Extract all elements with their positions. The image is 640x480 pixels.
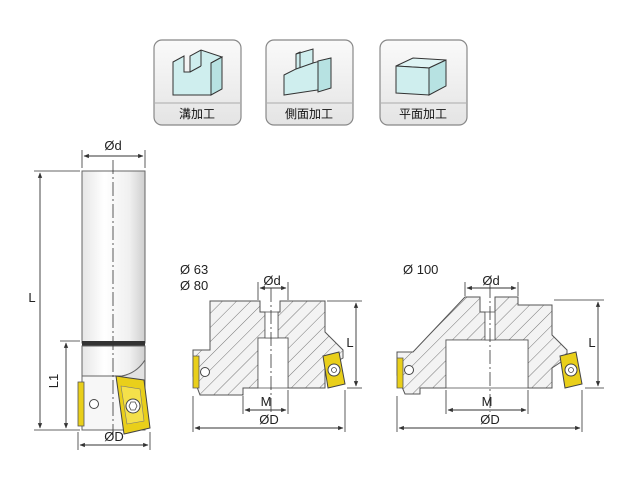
icon-side: 側面加工 xyxy=(265,39,354,126)
icon-side-label: 側面加工 xyxy=(285,107,333,121)
end-mill-flute-length-label: L1 xyxy=(46,374,61,388)
cutter-large-cut-dia-label: ØD xyxy=(480,412,500,427)
cutter-large-drawing xyxy=(396,284,583,412)
cutter-large-insert xyxy=(559,351,583,389)
side-machining-icon xyxy=(283,48,332,96)
icon-face: 平面加工 xyxy=(379,39,468,126)
end-mill-length-label: L xyxy=(28,290,35,305)
cutter-large-hub-label: M xyxy=(482,394,493,409)
cutter-large-height-label: L xyxy=(588,335,595,350)
cutter-small-height-label: L xyxy=(346,335,353,350)
cutter-small-dimensions: Ød L M ØD xyxy=(192,273,362,432)
end-mill-dimensions: Ød L L1 ØD xyxy=(28,138,151,450)
end-mill-shank-dia-label: Ød xyxy=(104,138,121,153)
cutter-small-cut-dia-label: ØD xyxy=(259,412,279,427)
cutter-small-insert xyxy=(322,351,346,389)
icon-face-label: 平面加工 xyxy=(399,107,447,121)
cutter-small-size-1: Ø 63 xyxy=(180,262,208,277)
cutter-large-dimensions: Ød L M ØD xyxy=(396,273,604,432)
cutter-small-size-2: Ø 80 xyxy=(180,278,208,293)
end-mill-cut-dia-label: ØD xyxy=(104,429,124,444)
cutter-large-size-1: Ø 100 xyxy=(403,262,438,277)
cutter-small-drawing xyxy=(192,288,346,412)
end-mill-drawing xyxy=(77,160,151,440)
icon-slot: 溝加工 xyxy=(153,39,242,126)
icon-slot-label: 溝加工 xyxy=(179,107,215,121)
cutter-small-bore-label: Ød xyxy=(263,273,280,288)
cutter-large-bore-label: Ød xyxy=(482,273,499,288)
slot-machining-icon xyxy=(172,49,224,96)
face-machining-icon xyxy=(395,57,447,96)
cutter-small-hub-label: M xyxy=(261,394,272,409)
end-mill-insert xyxy=(115,375,151,435)
